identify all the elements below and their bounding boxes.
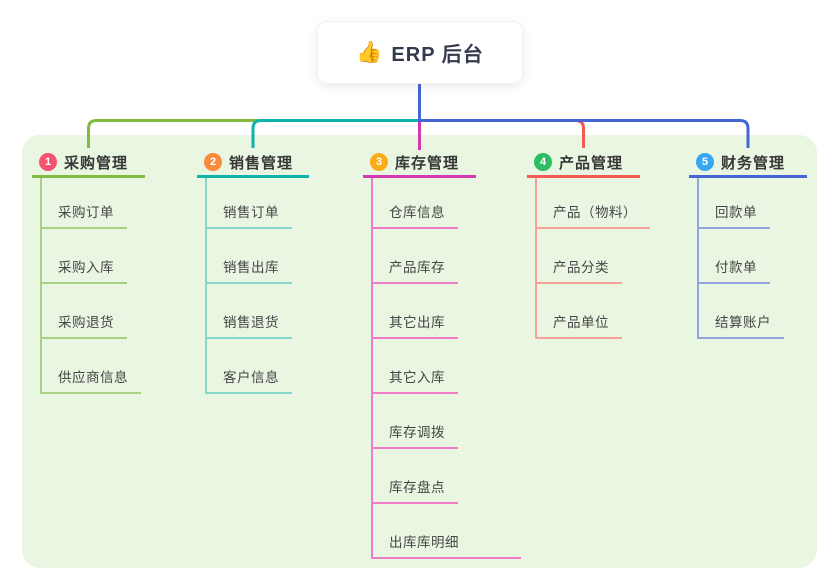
list-item: 产品单位 [537, 284, 650, 339]
topic-node[interactable]: 库存调拨 [373, 421, 458, 449]
branch-title: 产品管理 [559, 154, 624, 172]
branch-number-badge: 5 [696, 153, 714, 171]
topic-node[interactable]: 销售出库 [207, 256, 292, 284]
list-item: 其它出库 [373, 284, 521, 339]
branch-column-sales: 2 销售管理 销售订单 销售出库 销售退货 客户信息 [197, 149, 309, 394]
list-item: 销售出库 [207, 229, 292, 284]
topic-node[interactable]: 其它入库 [373, 366, 458, 394]
list-item: 销售退货 [207, 284, 292, 339]
topic-node[interactable]: 付款单 [699, 256, 770, 284]
branch-title: 财务管理 [721, 154, 786, 172]
list-item: 采购订单 [42, 178, 141, 229]
list-item: 库存调拨 [373, 394, 521, 449]
topic-node[interactable]: 客户信息 [207, 366, 292, 394]
list-item: 产品分类 [537, 229, 650, 284]
list-item: 采购入库 [42, 229, 141, 284]
thumbs-up-icon: 👍 [356, 41, 383, 64]
branch-item-list: 销售订单 销售出库 销售退货 客户信息 [205, 178, 292, 394]
mindmap-group-panel [22, 135, 817, 568]
branch-column-purchase: 1 采购管理 采购订单 采购入库 采购退货 供应商信息 [32, 149, 145, 394]
topic-node[interactable]: 采购退货 [42, 311, 127, 339]
branch-header-sales[interactable]: 2 销售管理 [197, 149, 309, 178]
branch-item-list: 仓库信息 产品库存 其它出库 其它入库 库存调拨 库存盘点 出库库明细 [371, 178, 521, 559]
branch-number-badge: 4 [534, 153, 552, 171]
branch-column-inventory: 3 库存管理 仓库信息 产品库存 其它出库 其它入库 库存调拨 库存盘点 出库库… [363, 149, 521, 559]
branch-number-badge: 2 [204, 153, 222, 171]
branch-item-list: 采购订单 采购入库 采购退货 供应商信息 [40, 178, 141, 394]
topic-node[interactable]: 其它出库 [373, 311, 458, 339]
branch-title: 销售管理 [229, 154, 294, 172]
root-node-label: ERP 后台 [391, 44, 484, 66]
list-item: 其它入库 [373, 339, 521, 394]
topic-node[interactable]: 产品（物料） [537, 201, 650, 229]
list-item: 供应商信息 [42, 339, 141, 394]
list-item: 客户信息 [207, 339, 292, 394]
list-item: 产品（物料） [537, 178, 650, 229]
branch-column-product: 4 产品管理 产品（物料） 产品分类 产品单位 [527, 149, 650, 339]
list-item: 回款单 [699, 178, 784, 229]
list-item: 采购退货 [42, 284, 141, 339]
topic-node[interactable]: 产品单位 [537, 311, 622, 339]
list-item: 出库库明细 [373, 504, 521, 559]
branch-header-product[interactable]: 4 产品管理 [527, 149, 640, 178]
topic-node[interactable]: 出库库明细 [373, 531, 521, 559]
topic-node[interactable]: 采购订单 [42, 201, 127, 229]
topic-node[interactable]: 库存盘点 [373, 476, 458, 504]
branch-number-badge: 1 [39, 153, 57, 171]
branch-header-purchase[interactable]: 1 采购管理 [32, 149, 145, 178]
branch-column-finance: 5 财务管理 回款单 付款单 结算账户 [689, 149, 807, 339]
topic-node[interactable]: 产品库存 [373, 256, 458, 284]
branch-header-inventory[interactable]: 3 库存管理 [363, 149, 476, 178]
topic-node[interactable]: 结算账户 [699, 311, 784, 339]
branch-number-badge: 3 [370, 153, 388, 171]
list-item: 仓库信息 [373, 178, 521, 229]
topic-node[interactable]: 销售订单 [207, 201, 292, 229]
list-item: 产品库存 [373, 229, 521, 284]
topic-node[interactable]: 供应商信息 [42, 366, 141, 394]
list-item: 结算账户 [699, 284, 784, 339]
topic-node[interactable]: 仓库信息 [373, 201, 458, 229]
branch-title: 采购管理 [64, 154, 129, 172]
root-node[interactable]: 👍 ERP 后台 [317, 21, 523, 84]
list-item: 付款单 [699, 229, 784, 284]
list-item: 销售订单 [207, 178, 292, 229]
branch-header-finance[interactable]: 5 财务管理 [689, 149, 807, 178]
branch-title: 库存管理 [395, 154, 460, 172]
branch-item-list: 回款单 付款单 结算账户 [697, 178, 784, 339]
topic-node[interactable]: 销售退货 [207, 311, 292, 339]
topic-node[interactable]: 回款单 [699, 201, 770, 229]
branch-item-list: 产品（物料） 产品分类 产品单位 [535, 178, 650, 339]
topic-node[interactable]: 采购入库 [42, 256, 127, 284]
list-item: 库存盘点 [373, 449, 521, 504]
topic-node[interactable]: 产品分类 [537, 256, 622, 284]
